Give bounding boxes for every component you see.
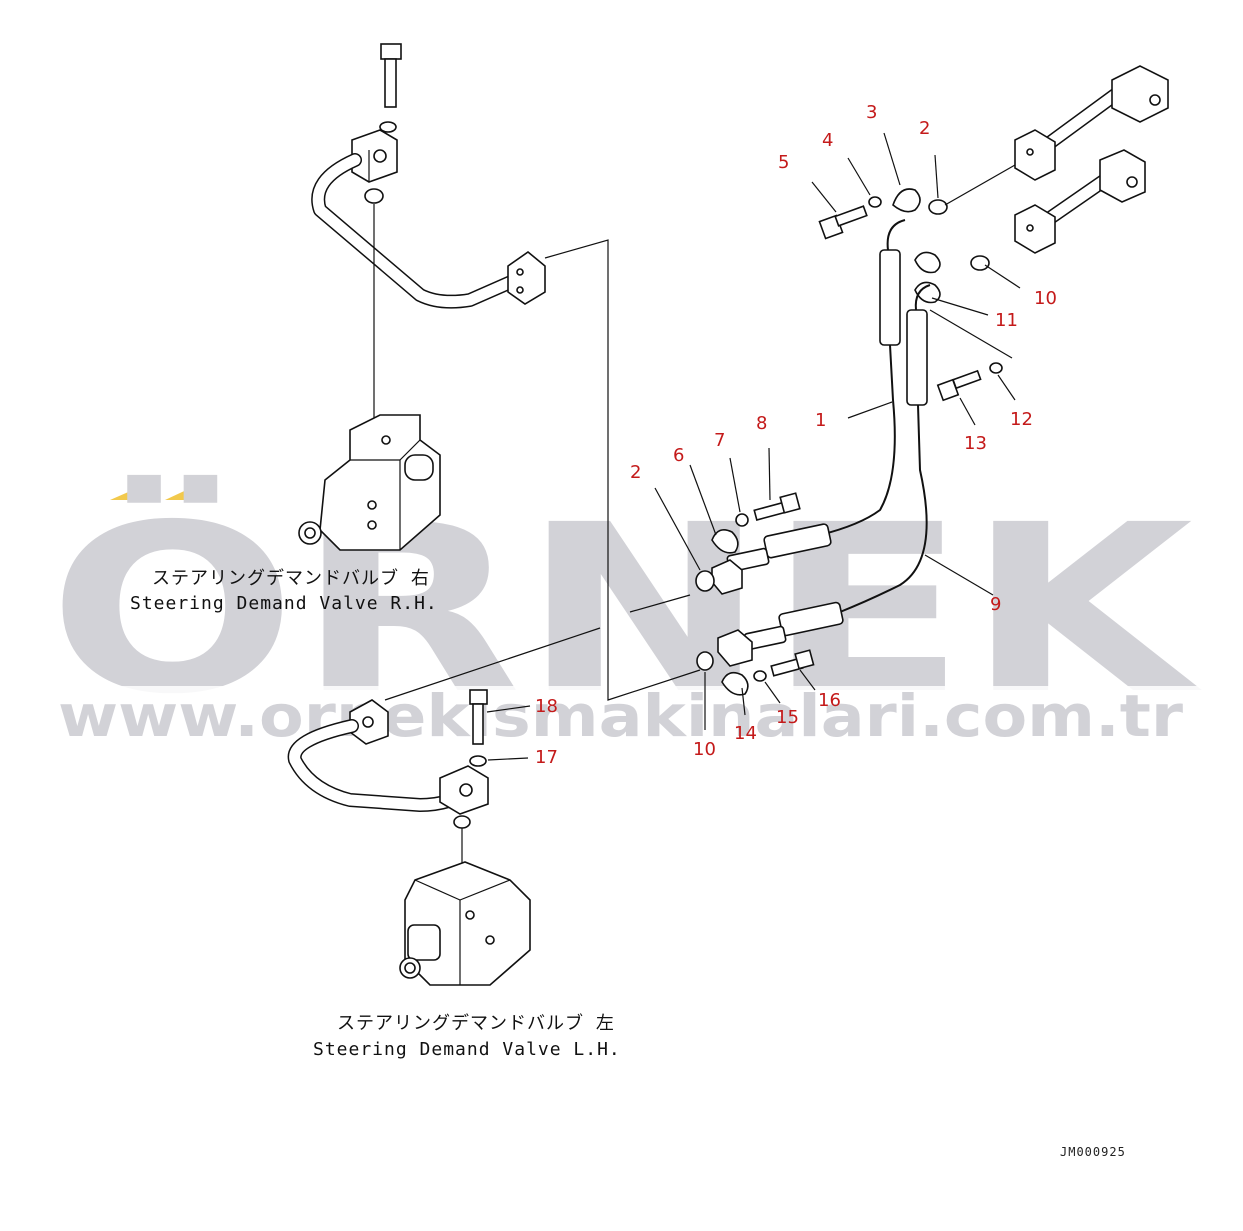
lh-bolt-shank <box>472 703 484 745</box>
rh-oring <box>364 188 384 204</box>
rh-valve-body <box>298 414 441 551</box>
split-flange-3 <box>892 188 921 213</box>
caption-rh-jp: ステアリングデマンドバルブ 右 <box>152 567 430 589</box>
oring-10-lower <box>696 651 714 671</box>
callout-16: 16 <box>818 690 841 711</box>
split-flange-11a <box>914 251 941 274</box>
lower-hardware <box>695 492 815 696</box>
rh-washer <box>379 121 397 133</box>
oring-2-lower <box>695 570 715 592</box>
callout-7: 7 <box>714 430 725 451</box>
right-tubes <box>1014 65 1169 254</box>
upper-tube-fitting <box>1111 65 1169 123</box>
watermark-accent-right <box>165 478 212 500</box>
hose-9-flange <box>717 629 753 667</box>
callout-3: 3 <box>866 102 877 123</box>
washer-4 <box>868 196 882 208</box>
hose-9-lower-sleeve <box>778 601 844 637</box>
rh-bolt-head <box>380 43 402 60</box>
callout-5: 5 <box>778 152 789 173</box>
rh-routing-line <box>544 239 701 701</box>
hose-1-sleeve <box>879 249 901 346</box>
callout-12: 12 <box>1010 409 1033 430</box>
split-flange-14 <box>721 671 749 696</box>
rh-pipe-flange <box>507 250 546 305</box>
callout-6: 6 <box>673 445 684 466</box>
hose-1-lower-sleeve <box>763 523 832 559</box>
rh-bolt-shank <box>384 58 397 108</box>
callout-18: 18 <box>535 696 558 717</box>
lh-routing-line <box>384 627 601 701</box>
callout-17: 17 <box>535 747 558 768</box>
hose-1 <box>819 344 896 536</box>
lower-tube-flange <box>1014 204 1056 254</box>
lower-tube-fitting <box>1099 149 1146 203</box>
caption-lh-jp: ステアリングデマンドバルブ 左 <box>337 1012 615 1034</box>
callout-13: 13 <box>964 433 987 454</box>
washer-12 <box>989 362 1003 374</box>
hose-9 <box>839 404 928 613</box>
callout-2-upper: 2 <box>919 118 930 139</box>
caption-lh-en: Steering Demand Valve L.H. <box>313 1039 621 1060</box>
leader-rh-return <box>629 594 691 613</box>
rh-assembly: ステアリングデマンドバルブ 右 Steering Demand Valve R.… <box>130 43 546 614</box>
lh-valve-body <box>399 861 531 986</box>
callout-10-upper: 10 <box>1034 288 1057 309</box>
lh-oring <box>453 815 471 829</box>
callout-10-lower: 10 <box>693 739 716 760</box>
lh-bolt-head <box>469 689 488 705</box>
caption-rh-en: Steering Demand Valve R.H. <box>130 593 438 614</box>
hose-9-sleeve <box>906 309 928 406</box>
split-flange-6 <box>711 529 739 554</box>
washer-7 <box>735 513 749 527</box>
watermark: ÖRNEK www.ornekismakinalari.com.tr <box>0 474 1243 750</box>
upper-right-hardware <box>818 188 1003 402</box>
oring-2-upper <box>928 199 948 215</box>
split-flange-11b <box>914 281 941 304</box>
oring-10-upper <box>970 255 990 271</box>
lh-washer <box>469 755 487 767</box>
callout-1: 1 <box>815 410 826 431</box>
callout-9: 9 <box>990 594 1001 615</box>
upper-tube-flange <box>1014 129 1056 181</box>
callout-2-lower: 2 <box>630 462 641 483</box>
callout-15: 15 <box>776 707 799 728</box>
washer-15 <box>753 670 767 682</box>
callout-11: 11 <box>995 310 1018 331</box>
callout-8: 8 <box>756 413 767 434</box>
drawing-reference: JM000925 <box>1060 1145 1126 1159</box>
callout-4: 4 <box>822 130 833 151</box>
callouts: 1 2 2 3 4 5 6 7 8 9 10 10 11 12 13 14 15… <box>535 102 1057 768</box>
watermark-accent-left <box>110 478 160 500</box>
callout-14: 14 <box>734 723 757 744</box>
lh-assembly: ステアリングデマンドバルブ 左 Steering Demand Valve L.… <box>287 689 621 1060</box>
leader-lines <box>486 132 1021 761</box>
watermark-site: www.ornekismakinalari.com.tr <box>58 682 1183 750</box>
